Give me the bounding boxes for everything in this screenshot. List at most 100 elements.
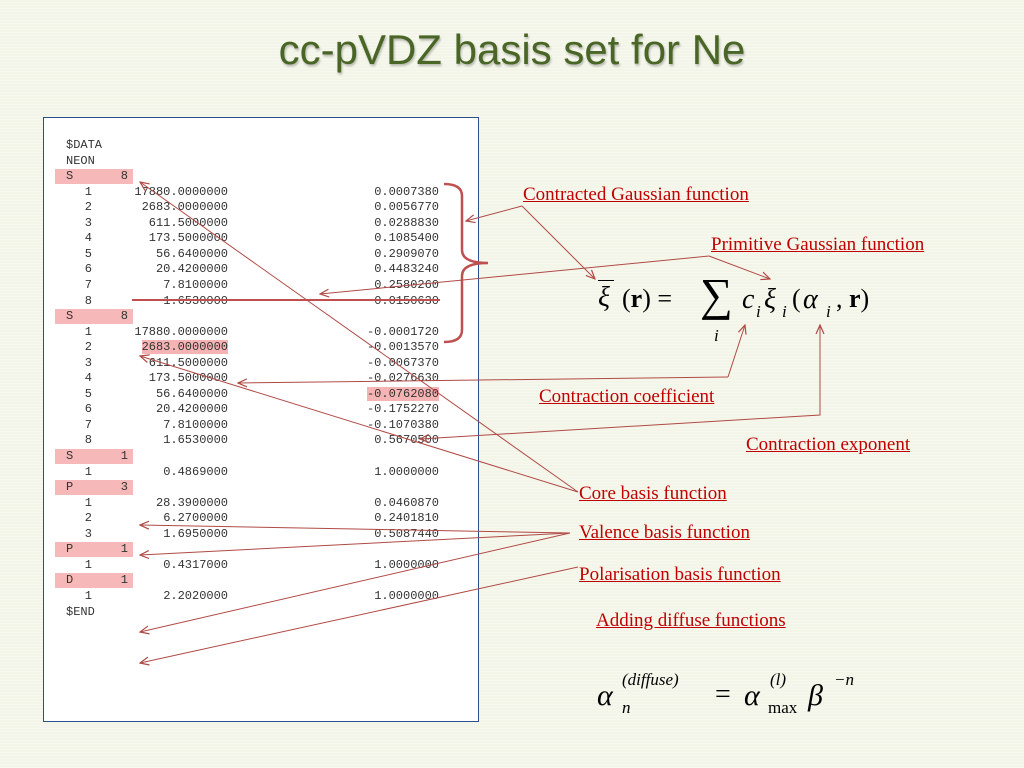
eq2-sub-max: max bbox=[768, 698, 798, 717]
arrow-primitive-equation bbox=[708, 255, 770, 279]
shell-type: S bbox=[66, 309, 74, 324]
row-exponent: 56.6400000 bbox=[155, 246, 228, 261]
eq2-sup-l: (l) bbox=[770, 670, 787, 689]
eq2-sub-n: n bbox=[622, 698, 631, 717]
row-coefficient: 1.0000000 bbox=[374, 557, 439, 572]
eq-lhs-args: (r) = bbox=[622, 284, 673, 313]
arrow-coefficient-value bbox=[238, 376, 729, 383]
eq-alpha: α bbox=[803, 284, 818, 315]
eq-alpha-sub: i bbox=[826, 302, 831, 321]
arrow-core-1 bbox=[140, 182, 579, 493]
row-exponent: 7.8100000 bbox=[163, 417, 228, 432]
row-index: 1 bbox=[84, 324, 92, 339]
shell-type: P bbox=[66, 480, 74, 495]
row-exponent: 173.5000000 bbox=[148, 231, 228, 246]
eq2-beta: β bbox=[808, 679, 823, 712]
row-exponent: 17880.0000000 bbox=[134, 324, 228, 339]
row-coefficient: -0.1752270 bbox=[366, 402, 439, 417]
shell-count: 8 bbox=[120, 169, 128, 184]
row-index: 7 bbox=[84, 277, 92, 292]
row-coefficient: -0.0762080 bbox=[366, 386, 439, 401]
arrow-polarisation-2 bbox=[140, 566, 579, 663]
row-exponent: 28.3900000 bbox=[155, 495, 228, 510]
eq-comma-r: , r) bbox=[836, 284, 870, 313]
arrow-valence-1 bbox=[140, 525, 571, 534]
label-contracted-gaussian: Contracted Gaussian function bbox=[523, 184, 749, 205]
row-index: 4 bbox=[84, 371, 92, 386]
eq2-alpha-max: α bbox=[744, 679, 760, 712]
row-exponent: 2683.0000000 bbox=[141, 340, 228, 355]
arrow-contracted-equation bbox=[521, 205, 595, 279]
row-exponent: 1.6950000 bbox=[163, 526, 228, 541]
file-header-line: $DATA bbox=[66, 138, 103, 152]
row-exponent: 6.2700000 bbox=[163, 511, 228, 526]
row-index: 2 bbox=[84, 511, 92, 526]
row-index: 7 bbox=[84, 417, 92, 432]
row-exponent: 2.2020000 bbox=[163, 588, 228, 603]
row-coefficient: 0.0288830 bbox=[374, 215, 439, 230]
contracted-bracket bbox=[443, 182, 489, 344]
shell-count: 8 bbox=[120, 309, 128, 324]
row-index: 2 bbox=[84, 340, 92, 355]
row-exponent: 1.6530000 bbox=[163, 433, 228, 448]
label-contraction-exponent: Contraction exponent bbox=[746, 434, 911, 455]
eq2-equals: = bbox=[715, 679, 731, 710]
row-index: 1 bbox=[84, 184, 92, 199]
row-coefficient: -0.0276630 bbox=[366, 371, 439, 386]
label-polarisation-basis: Polarisation basis function bbox=[579, 564, 781, 585]
eq2-sup-diffuse: (diffuse) bbox=[622, 670, 679, 689]
label-core-basis: Core basis function bbox=[579, 483, 727, 504]
arrow-primitive-underline bbox=[320, 255, 710, 294]
row-exponent: 2683.0000000 bbox=[141, 200, 228, 215]
row-index: 2 bbox=[84, 200, 92, 215]
eq-xi-sub: i bbox=[782, 302, 787, 321]
arrow-valence-2 bbox=[140, 532, 571, 555]
row-exponent: 173.5000000 bbox=[148, 371, 228, 386]
page-title: cc-pVDZ basis set for Ne bbox=[278, 26, 746, 73]
eq-xi: ξ bbox=[764, 284, 776, 315]
row-coefficient: -0.1070380 bbox=[366, 417, 439, 432]
shell-type: D bbox=[66, 573, 74, 588]
row-exponent: 611.5000000 bbox=[148, 215, 228, 230]
label-contraction-coefficient: Contraction coefficient bbox=[539, 386, 715, 407]
row-exponent: 20.4200000 bbox=[155, 402, 228, 417]
shell-count: 3 bbox=[120, 480, 128, 495]
row-index: 8 bbox=[84, 293, 92, 308]
row-exponent: 20.4200000 bbox=[155, 262, 228, 277]
row-coefficient: 0.0007380 bbox=[374, 184, 439, 199]
row-coefficient: 0.2401810 bbox=[374, 511, 439, 526]
row-index: 3 bbox=[84, 355, 92, 370]
eq-lhs-bar bbox=[598, 280, 614, 281]
row-exponent: 0.4869000 bbox=[163, 464, 228, 479]
row-coefficient: 0.2580260 bbox=[374, 277, 439, 292]
row-index: 1 bbox=[84, 495, 92, 510]
row-coefficient: 0.4483240 bbox=[374, 262, 439, 277]
file-header-line: NEON bbox=[66, 153, 95, 168]
shell-header-highlight bbox=[55, 168, 133, 184]
row-coefficient: 1.0000000 bbox=[374, 588, 439, 603]
arrow-exponent bbox=[420, 370, 821, 439]
eq-paren: ( bbox=[792, 284, 801, 313]
row-index: 1 bbox=[84, 588, 92, 603]
shell-count: 1 bbox=[120, 542, 128, 557]
row-coefficient: 1.0000000 bbox=[374, 464, 439, 479]
label-valence-basis: Valence basis function bbox=[579, 522, 750, 543]
label-diffuse-functions: Adding diffuse functions bbox=[596, 610, 786, 631]
arrow-contracted-bracket bbox=[466, 205, 523, 221]
row-coefficient: -0.0013570 bbox=[366, 340, 439, 355]
shell-type: S bbox=[66, 449, 74, 463]
row-exponent: 7.8100000 bbox=[163, 277, 228, 292]
shell-header-highlight bbox=[55, 308, 133, 324]
eq2-sup-neg-n: −n bbox=[834, 670, 854, 689]
row-exponent: 56.6400000 bbox=[155, 386, 228, 401]
row-coefficient: 0.0460870 bbox=[374, 495, 439, 510]
shell-count: 1 bbox=[120, 449, 128, 463]
row-index: 1 bbox=[84, 557, 92, 572]
arrow-polarisation-1 bbox=[140, 532, 571, 632]
row-coefficient: 0.1085400 bbox=[374, 231, 439, 246]
row-coefficient: 0.2909070 bbox=[374, 246, 439, 261]
eq2-alpha: α bbox=[597, 679, 613, 712]
eq-c-sub: i bbox=[756, 302, 761, 321]
